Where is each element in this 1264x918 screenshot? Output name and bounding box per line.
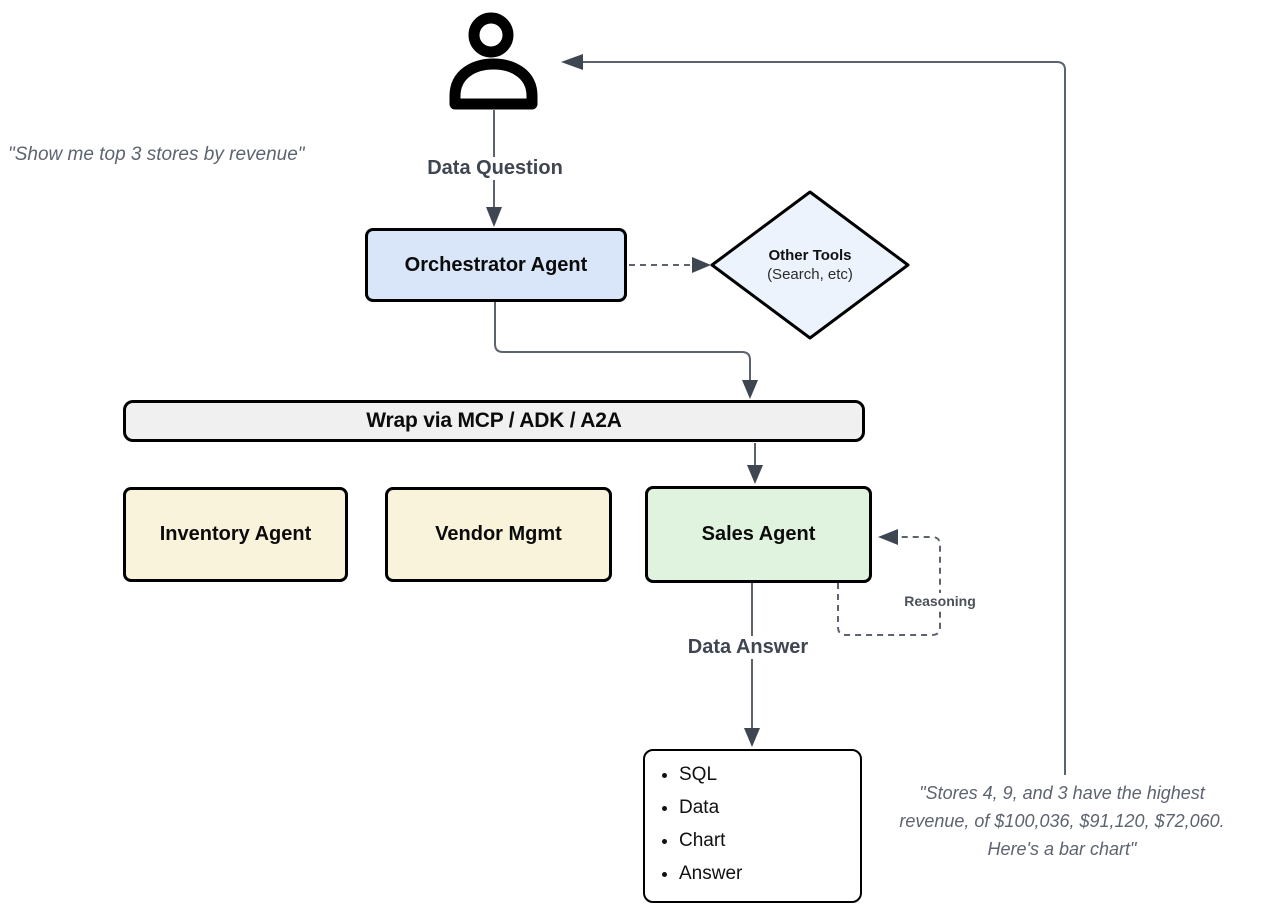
vendor-mgmt-label: Vendor Mgmt	[435, 523, 562, 545]
arrow-orchestrator-to-other-tools	[629, 257, 711, 273]
arrow-orchestrator-to-wrap	[494, 302, 758, 399]
data-question-label: Data Question	[421, 157, 569, 180]
sales-agent-label: Sales Agent	[701, 523, 816, 545]
agent-answer-quote: "Stores 4, 9, and 3 have the highest rev…	[860, 779, 1264, 863]
other-tools-diamond[interactable]	[710, 190, 910, 340]
agent-answer-quote-line3: Here's a bar chart"	[987, 839, 1137, 859]
wrap-mcp-adk-a2a-bar[interactable]: Wrap via MCP / ADK / A2A	[123, 400, 865, 442]
other-tools-labels: Other Tools (Search, etc)	[767, 247, 853, 283]
output-item-sql: SQL	[679, 763, 860, 787]
arrow-sales-to-output	[744, 583, 760, 747]
sales-agent-node[interactable]: Sales Agent	[645, 486, 872, 583]
data-answer-label: Data Answer	[681, 636, 815, 659]
other-tools-subtitle: (Search, etc)	[767, 266, 853, 283]
inventory-agent-node[interactable]: Inventory Agent	[123, 487, 348, 582]
inventory-agent-label: Inventory Agent	[159, 523, 312, 545]
orchestrator-agent-label: Orchestrator Agent	[404, 253, 588, 276]
user-question-quote: "Show me top 3 stores by revenue"	[8, 144, 305, 165]
output-artifacts-node[interactable]: SQL Data Chart Answer	[643, 749, 862, 903]
output-item-answer: Answer	[679, 862, 860, 886]
output-artifacts-list: SQL Data Chart Answer	[645, 763, 860, 886]
output-item-chart: Chart	[679, 829, 860, 853]
agent-answer-quote-line2: revenue, of $100,036, $91,120, $72,060.	[899, 811, 1225, 831]
orchestrator-agent-node[interactable]: Orchestrator Agent	[365, 228, 627, 302]
arrow-wrap-to-sales	[747, 443, 763, 484]
vendor-mgmt-node[interactable]: Vendor Mgmt	[385, 487, 612, 582]
other-tools-title: Other Tools	[768, 247, 852, 264]
output-item-data: Data	[679, 796, 860, 820]
agent-answer-quote-line1: "Stores 4, 9, and 3 have the highest	[919, 783, 1205, 803]
reasoning-label: Reasoning	[898, 593, 982, 609]
wrap-bar-label: Wrap via MCP / ADK / A2A	[366, 409, 622, 432]
person-icon	[449, 12, 538, 110]
